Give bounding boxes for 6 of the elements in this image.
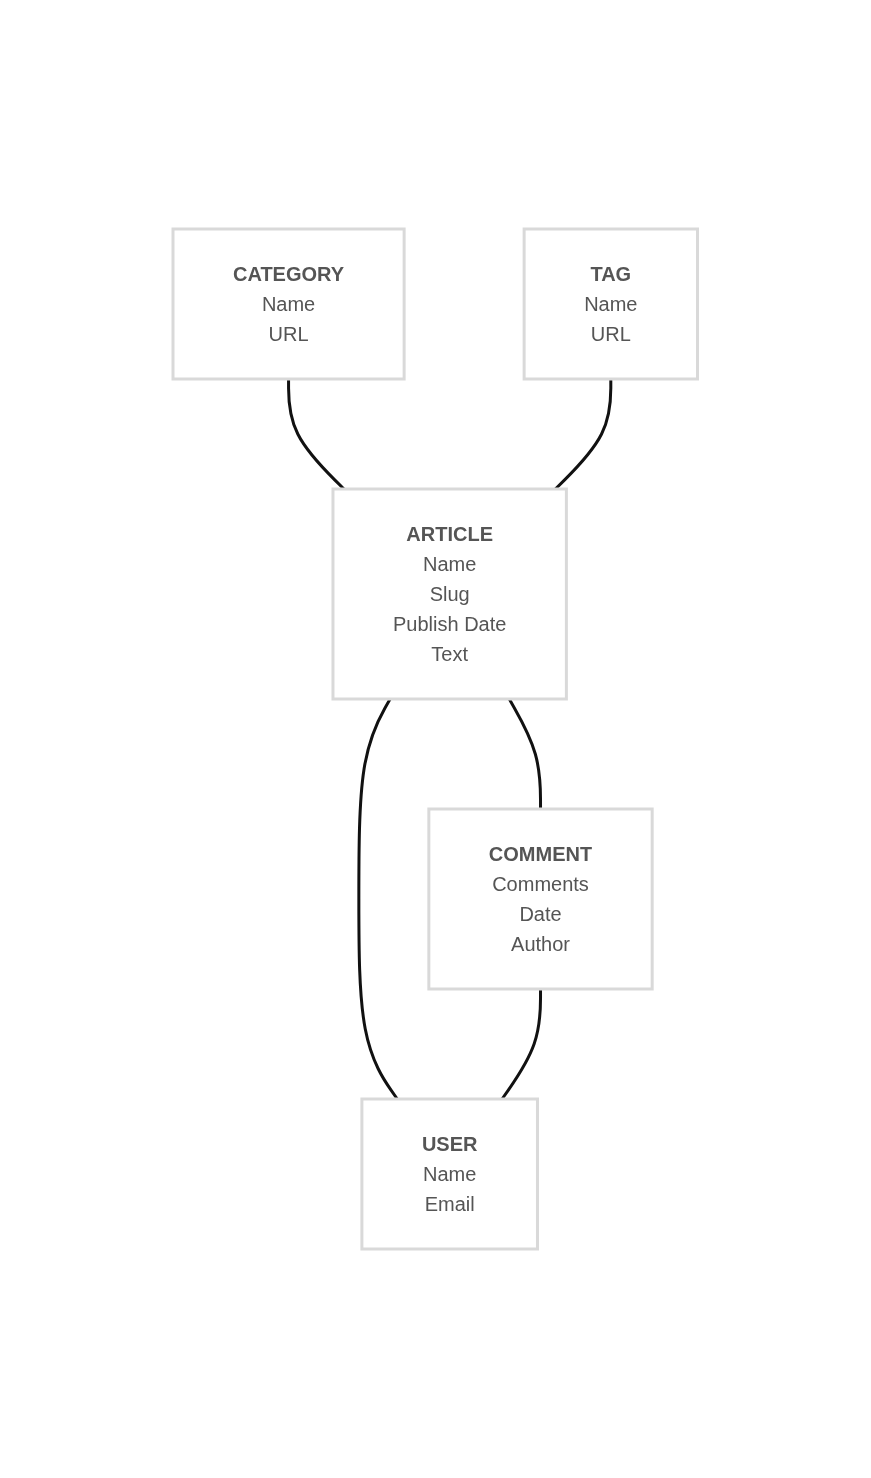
node-box: USER Name Email bbox=[360, 1097, 540, 1251]
connector bbox=[501, 989, 543, 1100]
node-box: COMMENT Comments Date Author bbox=[427, 807, 654, 991]
node-box: TAG Name URL bbox=[522, 227, 700, 381]
node-box: ARTICLE Name Slug Publish Date Text bbox=[331, 487, 569, 701]
node-box: CATEGORY Name URL bbox=[171, 227, 406, 381]
